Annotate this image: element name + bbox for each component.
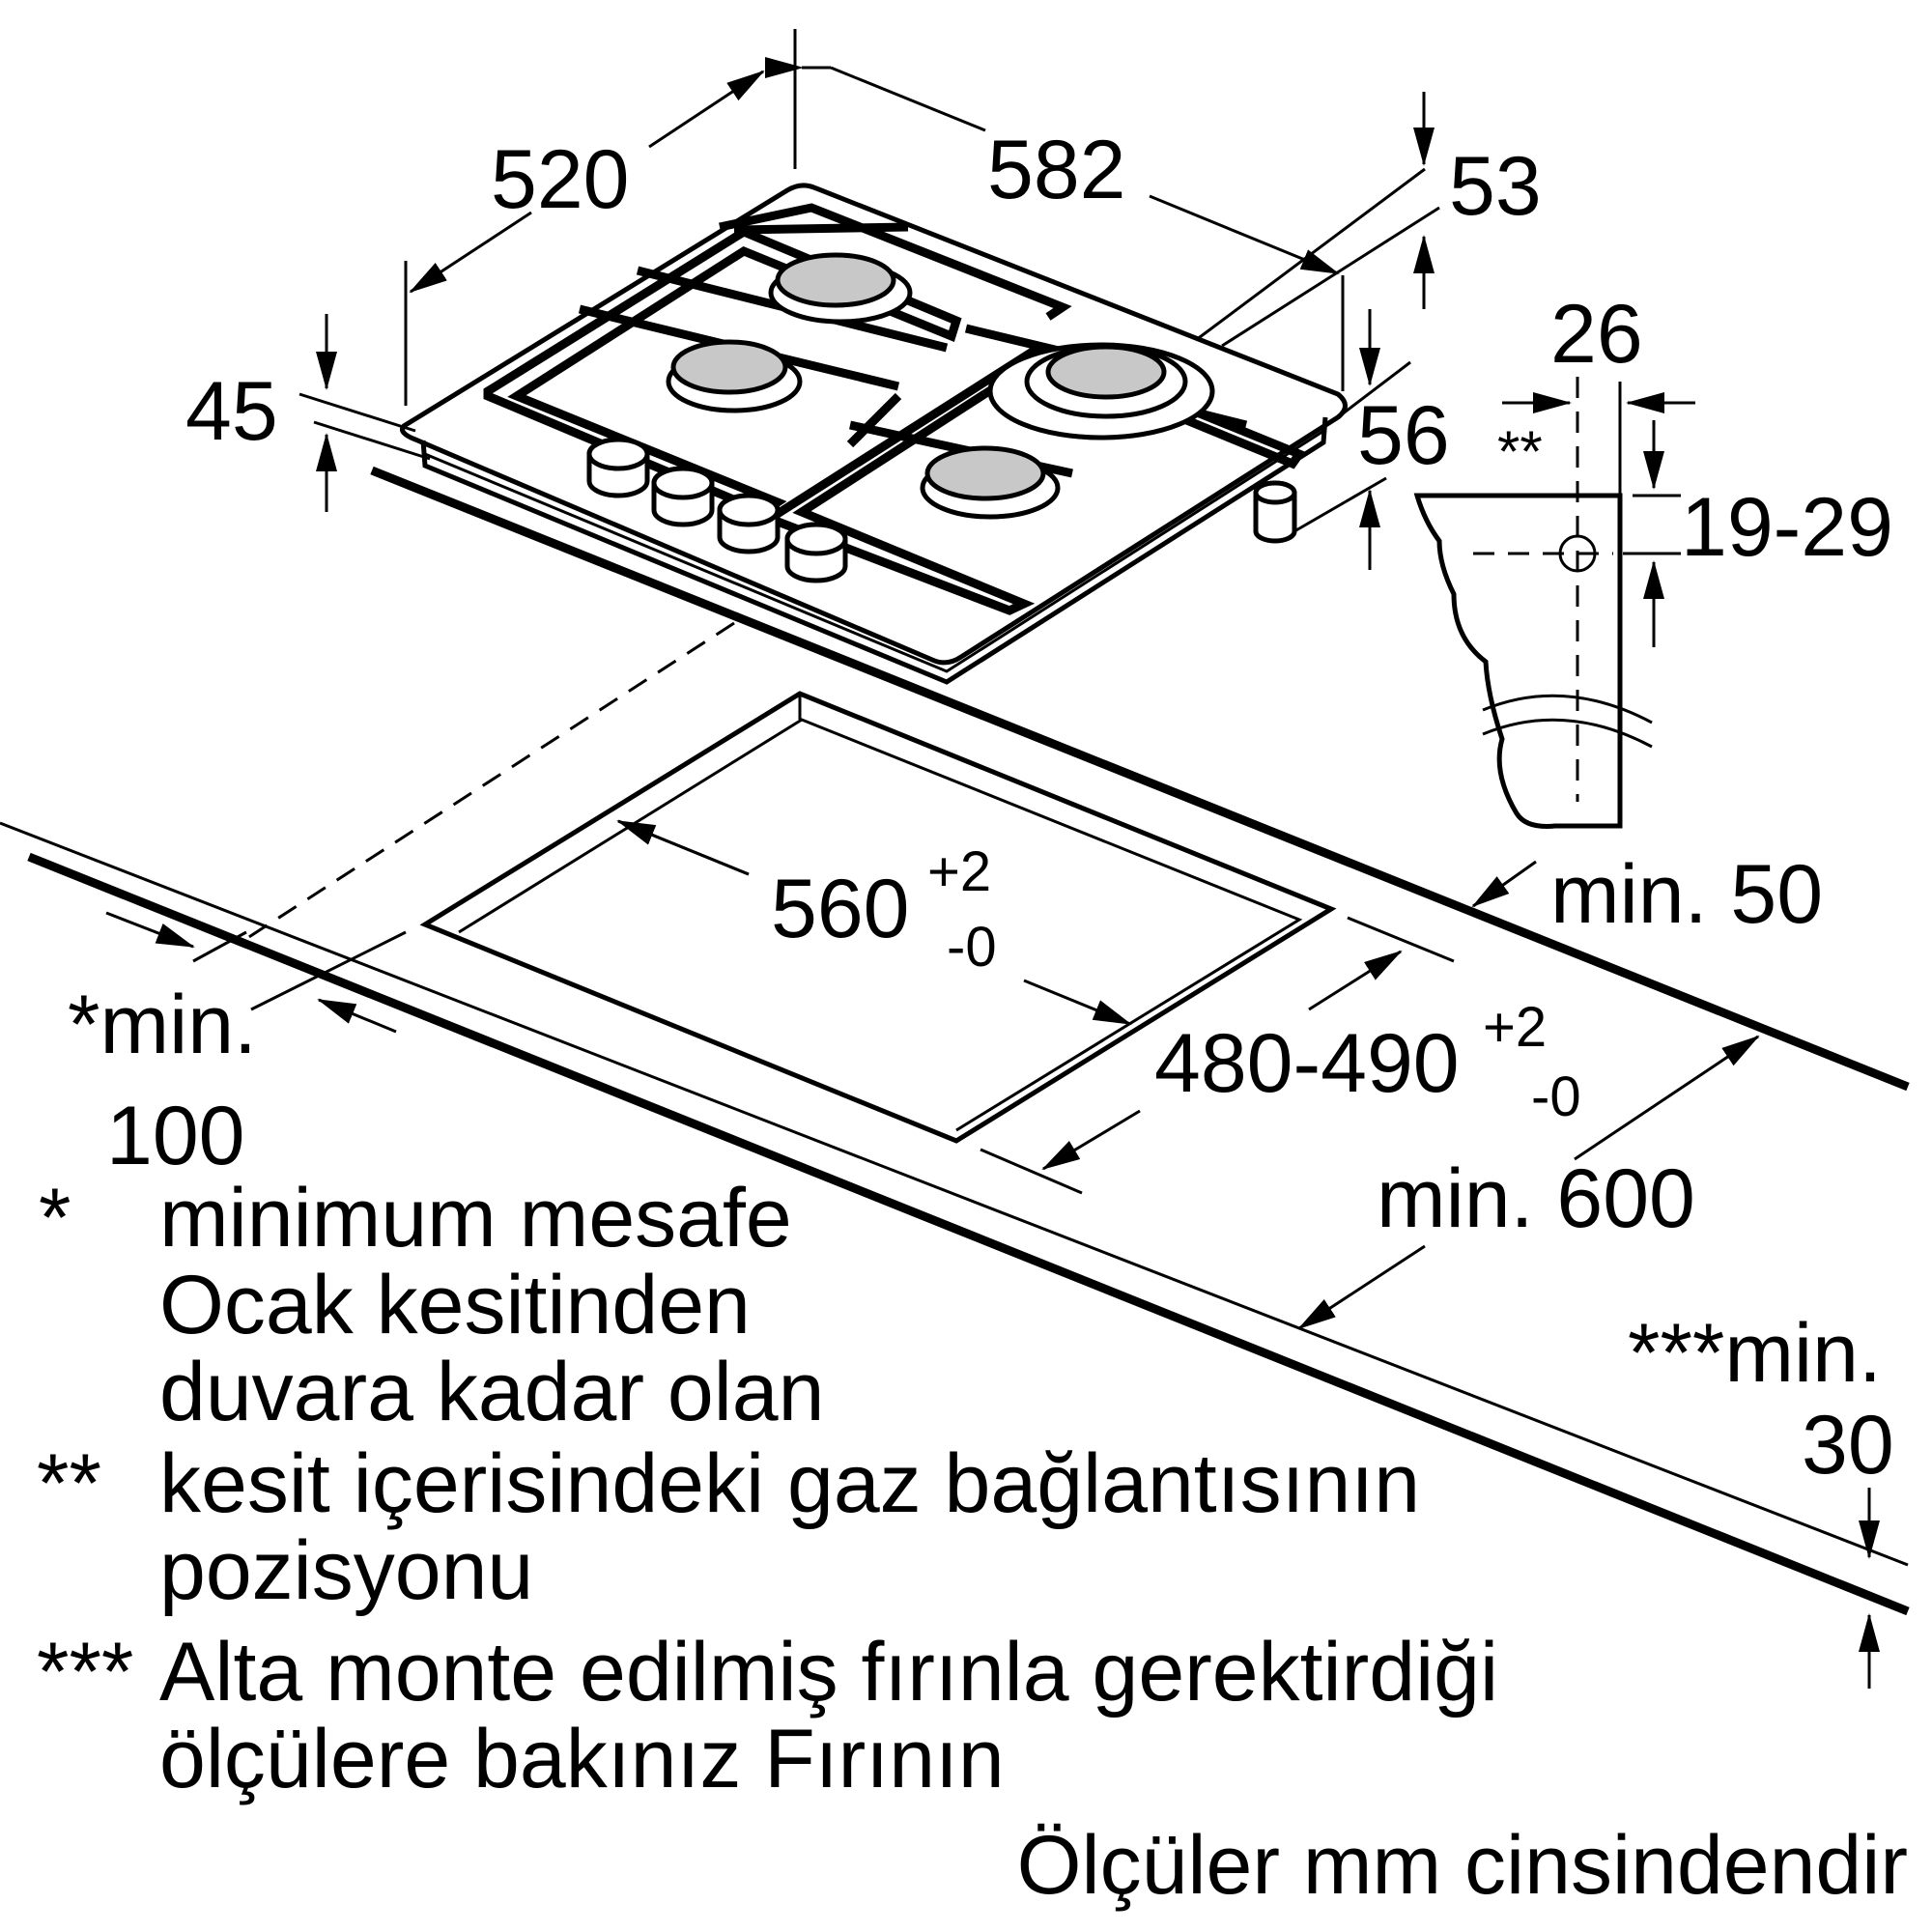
footnote-3-line-1: Alta monte edilmiş fırınla gerektirdiği bbox=[159, 1626, 1498, 1719]
dim-53: 53 bbox=[1449, 140, 1542, 233]
pan-support-top bbox=[719, 203, 1072, 321]
dim-520: 520 bbox=[491, 133, 630, 226]
footnote-1-mark: * bbox=[39, 1172, 71, 1264]
dim-26: 26 bbox=[1550, 288, 1643, 381]
footnote-1-line-2: Ocak kesitinden bbox=[159, 1259, 751, 1351]
burner-front-left bbox=[666, 339, 803, 413]
burner-wok bbox=[987, 342, 1215, 440]
dim-56: 56 bbox=[1357, 389, 1450, 482]
footnote-2: ** kesit içerisindeki gaz bağlantısının … bbox=[37, 1437, 1420, 1617]
footnotes: * minimum mesafe Ocak kesitinden duvara … bbox=[37, 1172, 1908, 1912]
control-knobs bbox=[586, 437, 848, 583]
dim-min-600: min. 600 bbox=[1377, 1152, 1695, 1245]
dim-cutout-depth: 480-490 +2 -0 bbox=[1154, 996, 1581, 1128]
dim-min-30-value: 30 bbox=[1802, 1399, 1894, 1492]
dimension-labels: 520 582 53 45 26 ** 56 19-29 min. 50 560… bbox=[68, 124, 1894, 1492]
dim-480-490-plus: +2 bbox=[1483, 996, 1547, 1059]
dim-min-50: min. 50 bbox=[1550, 848, 1823, 941]
dim-min-100-value: 100 bbox=[106, 1090, 245, 1182]
footnote-3-mark: *** bbox=[37, 1626, 133, 1719]
dim-582: 582 bbox=[987, 124, 1126, 216]
footnote-2-line-2: pozisyonu bbox=[159, 1524, 533, 1617]
dim-480-490: 480-490 bbox=[1154, 1017, 1460, 1110]
footnote-2-line-1: kesit içerisindeki gaz bağlantısının bbox=[159, 1437, 1420, 1530]
dim-19-29: 19-29 bbox=[1681, 481, 1893, 574]
dim-560-plus: +2 bbox=[927, 840, 991, 903]
gas-connection-mark: ** bbox=[1497, 419, 1543, 484]
gas-connection-stub bbox=[1253, 480, 1297, 544]
units-note: Ölçüler mm cinsindendir bbox=[1017, 1819, 1908, 1912]
dim-min-100-label: *min. bbox=[68, 979, 257, 1071]
burner-front-right bbox=[920, 445, 1061, 520]
dim-480-490-minus: -0 bbox=[1531, 1065, 1581, 1128]
dim-45: 45 bbox=[185, 365, 278, 458]
alignment-line bbox=[241, 621, 735, 944]
footnote-1: * minimum mesafe Ocak kesitinden duvara … bbox=[39, 1172, 824, 1438]
footnote-1-line-3: duvara kadar olan bbox=[159, 1346, 824, 1438]
footnote-3: *** Alta monte edilmiş fırınla gerektird… bbox=[37, 1626, 1498, 1805]
gas-connection-point bbox=[1558, 534, 1597, 573]
burner-back-left bbox=[768, 252, 913, 325]
dim-560: 560 bbox=[771, 863, 910, 955]
side-profile bbox=[1413, 377, 1695, 829]
dim-cutout-width: 560 +2 -0 bbox=[771, 840, 997, 979]
footnote-3-line-2: ölçülere bakınız Fırının bbox=[159, 1713, 1005, 1805]
dim-560-minus: -0 bbox=[947, 916, 997, 979]
footnote-2-mark: ** bbox=[37, 1437, 101, 1530]
dim-min-30-label: ***min. bbox=[1628, 1307, 1882, 1400]
hob-edge-line bbox=[424, 428, 1326, 673]
hob-drawing bbox=[400, 183, 1348, 685]
dimension-lines bbox=[105, 29, 1880, 1689]
footnote-1-line-1: minimum mesafe bbox=[159, 1172, 792, 1264]
countertop-edges bbox=[0, 466, 1910, 1616]
